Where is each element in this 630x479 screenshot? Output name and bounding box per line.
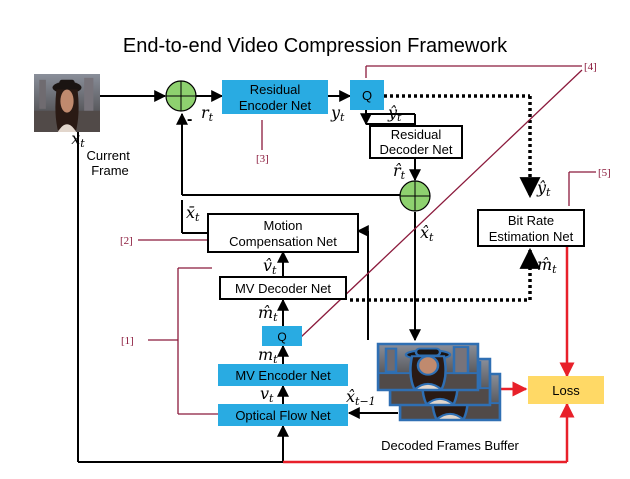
- svg-text:MV Encoder Net: MV Encoder Net: [235, 368, 331, 383]
- svg-text:Q: Q: [362, 88, 372, 103]
- xprev-label: x̂t−1: [346, 387, 376, 408]
- annotation-1: [1]: [121, 335, 134, 347]
- annotation-3: [3]: [256, 153, 269, 165]
- residual-decoder-line2: Decoder Net: [380, 142, 453, 157]
- svg-text:MV Decoder Net: MV Decoder Net: [235, 281, 331, 296]
- residual-encoder-block: Residual Encoder Net: [222, 80, 328, 114]
- optical-flow-block: Optical Flow Net: [218, 404, 348, 426]
- residual-encoder-line1: Residual: [250, 82, 301, 97]
- svg-text:Loss: Loss: [552, 383, 580, 398]
- annotation-4: [4]: [584, 61, 597, 73]
- loss-connections: [283, 246, 575, 464]
- vt-label: vt: [260, 384, 274, 405]
- residual-decoder-block: Residual Decoder Net: [369, 125, 463, 159]
- motion-comp-line2: Compensation Net: [229, 234, 337, 249]
- mv-encoder-block: MV Encoder Net: [218, 364, 348, 386]
- mv-decoder-block: MV Decoder Net: [219, 276, 347, 300]
- svg-text:Optical Flow Net: Optical Flow Net: [235, 408, 331, 423]
- annotation-5: [5]: [598, 167, 611, 179]
- minus-sign: -: [187, 111, 192, 128]
- motion-comp-line1: Motion: [263, 218, 302, 233]
- mhat-label: m̂t: [258, 303, 278, 324]
- bit-rate-block: Bit Rate Estimation Net: [477, 209, 585, 247]
- rhat-label: r̂t: [393, 161, 406, 182]
- xhat-label: x̂t: [420, 223, 434, 244]
- bitrate-mhat-label: m̂t: [537, 255, 557, 276]
- connections: [77, 90, 421, 463]
- residual-adder: [165, 80, 197, 112]
- mt-label: mt: [258, 345, 278, 366]
- current-frame-label-line2: Frame: [91, 163, 129, 178]
- xbar-label: x̄t: [186, 203, 200, 224]
- current-frame-label-line1: Current: [87, 148, 131, 163]
- annotation-leaders: [138, 65, 596, 415]
- decoded-frames-buffer: [376, 342, 502, 422]
- bitrate-yhat-label: ŷt: [536, 178, 551, 199]
- q-residual-block: Q: [350, 80, 384, 110]
- current-frame-image: [34, 74, 100, 132]
- rt-label: rt: [201, 103, 214, 124]
- xt-label: xt: [71, 129, 85, 150]
- diagram-title: End-to-end Video Compression Framework: [123, 35, 508, 57]
- annotation-2: [2]: [120, 235, 133, 247]
- yt-label: yt: [330, 103, 345, 124]
- svg-text:Q: Q: [277, 330, 286, 344]
- residual-decoder-line1: Residual: [391, 127, 442, 142]
- bitrate-connections: [350, 94, 541, 302]
- current-frame-label: Current Frame: [87, 148, 134, 178]
- motion-compensation-block: Motion Compensation Net: [207, 213, 359, 253]
- bit-rate-line1: Bit Rate: [508, 213, 554, 228]
- yhat-label: ŷt: [387, 103, 402, 124]
- decoded-buffer-label: Decoded Frames Buffer: [381, 438, 519, 453]
- residual-encoder-line2: Encoder Net: [239, 98, 312, 113]
- vhat-label: v̂t: [263, 256, 277, 277]
- q-motion-block: Q: [262, 326, 302, 346]
- bit-rate-line2: Estimation Net: [489, 229, 574, 244]
- reconstruction-adder: [399, 180, 431, 212]
- loss-block: Loss: [528, 376, 604, 404]
